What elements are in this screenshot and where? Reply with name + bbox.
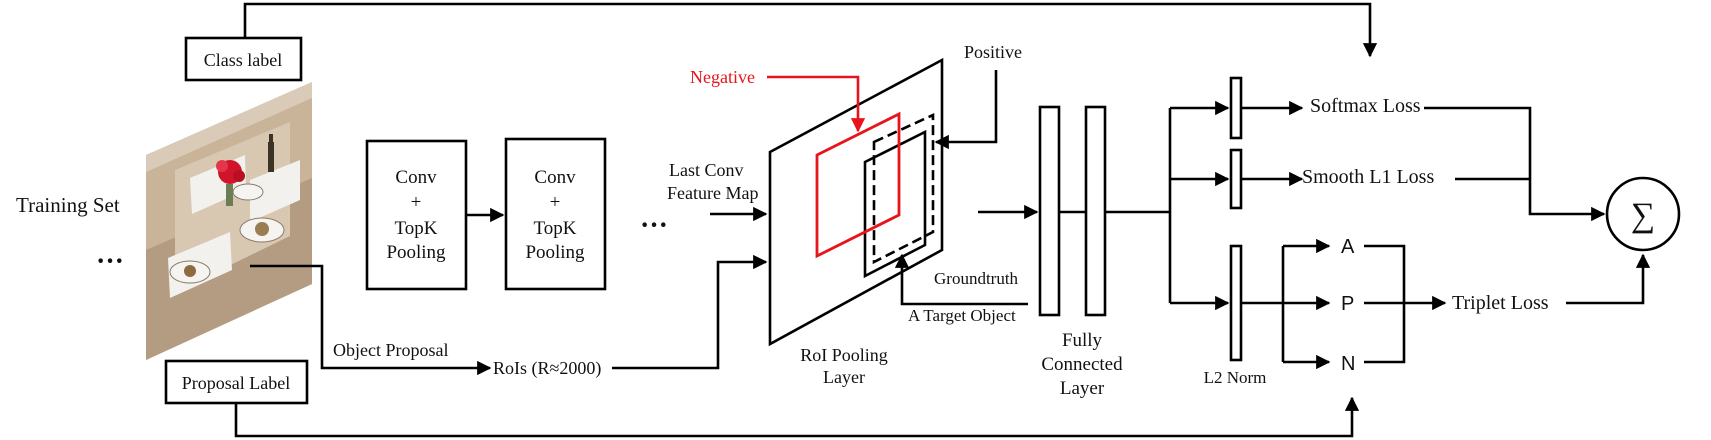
sum-node bbox=[1605, 176, 1681, 252]
class-label-line bbox=[243, 2, 1378, 58]
class-label-box bbox=[184, 36, 303, 82]
sum-symbol: ∑ bbox=[1631, 197, 1655, 234]
fc-layer-2 bbox=[1084, 105, 1107, 317]
smooth-norm-bar bbox=[1229, 148, 1243, 210]
conv-block-1-line-3: TopK bbox=[394, 218, 437, 239]
training-set-label: Training Set bbox=[16, 193, 120, 217]
positive-label: Positive bbox=[964, 42, 1022, 62]
conv-block-1-line-2: + bbox=[411, 192, 422, 213]
l2-norm-label: L2 Norm bbox=[1204, 368, 1267, 387]
negative-short-label: N bbox=[1341, 353, 1355, 375]
conv-ellipsis: ··· bbox=[640, 210, 668, 241]
positive-arrow bbox=[934, 70, 998, 150]
groundtruth-label: Groundtruth bbox=[934, 269, 1019, 288]
anchor-label: A bbox=[1341, 236, 1355, 258]
conv-block-2-line-3: TopK bbox=[533, 218, 576, 239]
rois-label: RoIs (R≈2000) bbox=[493, 358, 601, 379]
training-image bbox=[146, 82, 312, 360]
groundtruth-arrow bbox=[894, 253, 1028, 306]
conv-block-1 bbox=[365, 139, 468, 291]
conv-block-2-line-4: Pooling bbox=[525, 242, 585, 263]
conv-block-2 bbox=[504, 137, 607, 291]
conv-block-2-line-2: + bbox=[550, 192, 561, 213]
fc-layer-1 bbox=[1038, 105, 1061, 317]
fc-label-line-3: Layer bbox=[1060, 378, 1105, 399]
class-label-text: Class label bbox=[204, 50, 283, 70]
negative-arrow bbox=[767, 75, 866, 133]
softmax-loss-label: Softmax Loss bbox=[1310, 95, 1421, 117]
softmax-to-sum-line bbox=[1424, 106, 1606, 222]
roi-pooling-plane bbox=[768, 57, 944, 347]
groundtruth-box bbox=[863, 129, 927, 279]
proposal-label-line bbox=[234, 396, 1360, 438]
last-conv-label-line-2: Feature Map bbox=[667, 183, 758, 203]
negative-label: Negative bbox=[690, 67, 755, 87]
positive-box bbox=[872, 112, 935, 265]
softmax-norm-bar bbox=[1229, 76, 1243, 140]
roi-pooling-label-line-2: Layer bbox=[823, 367, 865, 387]
proposal-label-text: Proposal Label bbox=[182, 373, 290, 393]
roi-pooling-label-line-1: RoI Pooling bbox=[800, 345, 888, 365]
object-proposal-line bbox=[250, 264, 492, 376]
rois-to-roi-pooling-line bbox=[612, 254, 768, 370]
fc-label-line-2: Connected bbox=[1041, 354, 1123, 375]
l2-norm-bar bbox=[1229, 244, 1243, 362]
last-conv-label-line-1: Last Conv bbox=[669, 160, 744, 180]
triplet-loss-label: Triplet Loss bbox=[1452, 292, 1549, 314]
negative-box bbox=[815, 111, 901, 259]
triplet-to-sum-line bbox=[1566, 253, 1651, 305]
conv-block-1-line-4: Pooling bbox=[386, 242, 446, 263]
fc-label-line-1: Fully bbox=[1062, 330, 1103, 351]
conv-block-2-line-1: Conv bbox=[534, 167, 576, 188]
object-proposal-label: Object Proposal bbox=[333, 340, 448, 360]
positive-short-label: P bbox=[1341, 293, 1354, 315]
target-object-label: A Target Object bbox=[908, 306, 1016, 325]
training-set-ellipsis: ··· bbox=[96, 246, 124, 277]
conv-block-1-line-1: Conv bbox=[395, 167, 437, 188]
smooth-l1-loss-label: Smooth L1 Loss bbox=[1302, 166, 1434, 188]
proposal-label-box bbox=[164, 359, 309, 405]
